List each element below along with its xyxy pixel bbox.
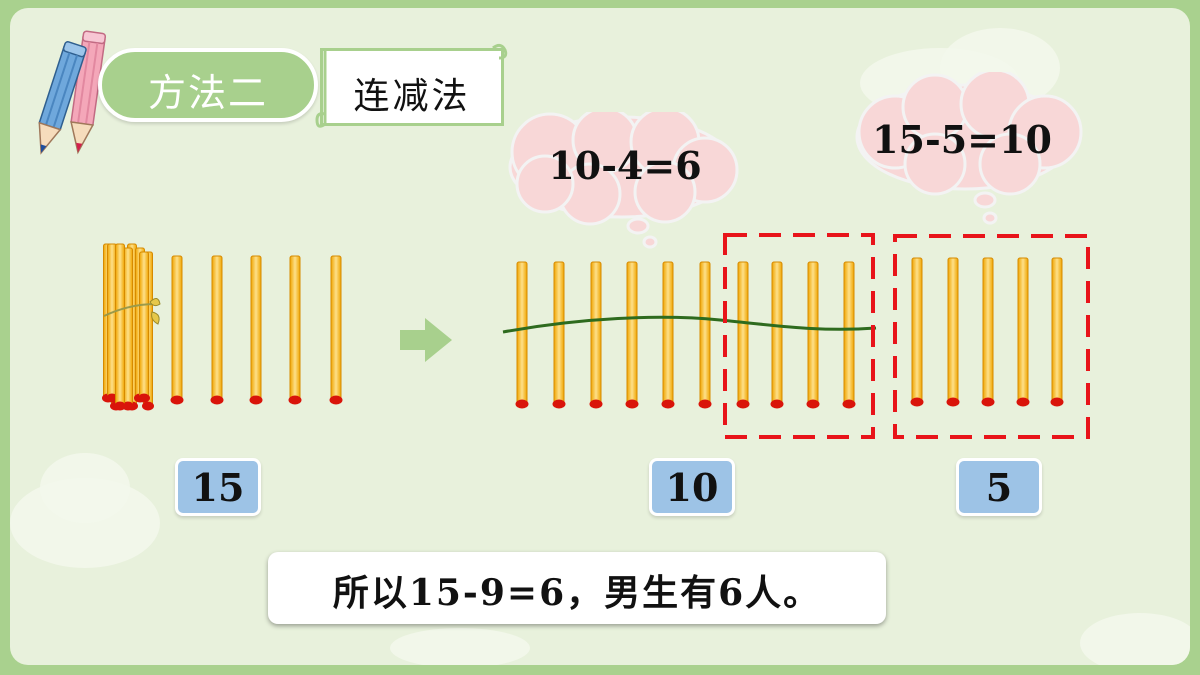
stick-tip <box>806 399 820 409</box>
conclusion-text: 所以15-9=6，男生有6人。 <box>332 572 822 614</box>
scroll-curl-icon <box>315 43 508 128</box>
thought-bubble-second <box>855 72 1083 225</box>
stick-tip <box>698 399 712 409</box>
stick-tip <box>910 397 924 407</box>
stick-tip <box>625 399 639 409</box>
stick-tip <box>946 397 960 407</box>
count-removed-box: 5 <box>956 458 1042 516</box>
removed-stick <box>1017 257 1029 403</box>
conclusion-box: 所以15-9=6，男生有6人。 <box>268 552 886 624</box>
stick-tip <box>249 395 263 405</box>
background-cloud <box>40 453 130 523</box>
row-stick <box>662 261 674 405</box>
row-stick <box>590 261 602 405</box>
stick-tip <box>736 399 750 409</box>
loose-stick <box>289 255 301 401</box>
stick-tip <box>210 395 224 405</box>
loose-stick <box>250 255 262 401</box>
stick-tip <box>142 401 154 411</box>
bundle-stick <box>139 251 149 399</box>
count-remaining: 10 <box>665 465 719 510</box>
stick-tip <box>1050 397 1064 407</box>
row-stick <box>737 261 749 405</box>
row-stick <box>553 261 565 405</box>
loose-stick <box>211 255 223 401</box>
count-removed: 5 <box>985 465 1013 510</box>
stick-tip <box>138 393 150 403</box>
dashed-box-removed-five <box>893 234 1090 439</box>
removed-stick <box>982 257 994 403</box>
row-stick <box>626 261 638 405</box>
count-remaining-box: 10 <box>649 458 735 516</box>
sticks-row-right <box>515 257 1064 409</box>
row-stick <box>807 261 819 405</box>
method-title: 方法二 <box>98 48 318 122</box>
row-stick <box>843 261 855 405</box>
background-cloud <box>1080 613 1190 665</box>
row-stick <box>516 261 528 405</box>
pencils-icon <box>38 30 107 155</box>
stick-tip <box>329 395 343 405</box>
arrow-right-icon <box>400 318 452 362</box>
second-step-equation: 15-5=10 <box>872 117 1052 162</box>
removed-stick <box>947 257 959 403</box>
stick-tip <box>842 399 856 409</box>
thought-bubble-first <box>508 112 739 249</box>
stick-tip <box>288 395 302 405</box>
stick-tip <box>661 399 675 409</box>
background-cloud <box>390 628 530 665</box>
removed-stick <box>1051 257 1063 403</box>
method-name-label: 连减法 <box>353 76 471 117</box>
loose-stick <box>330 255 342 401</box>
stick-tip <box>981 397 995 407</box>
bundle-of-ten-sticks <box>102 243 154 411</box>
method-name-scroll: 连减法 <box>320 48 504 126</box>
stick-tip <box>1016 397 1030 407</box>
loose-stick <box>171 255 183 401</box>
method-title-label: 方法二 <box>147 71 268 115</box>
divider-line <box>502 315 877 334</box>
bundle-stick <box>115 243 125 407</box>
count-total-box: 15 <box>175 458 261 516</box>
stick-tip <box>770 399 784 409</box>
dashed-box-removed-four <box>723 233 875 439</box>
stick-tip <box>515 399 529 409</box>
count-total: 15 <box>191 465 245 510</box>
stick-tip <box>589 399 603 409</box>
removed-stick <box>911 257 923 403</box>
stick-tip <box>552 399 566 409</box>
row-stick <box>699 261 711 405</box>
stick-tip <box>114 401 126 411</box>
stick-tip <box>170 395 184 405</box>
row-stick <box>771 261 783 405</box>
loose-sticks-left <box>170 255 343 405</box>
first-step-equation: 10-4=6 <box>548 143 702 188</box>
